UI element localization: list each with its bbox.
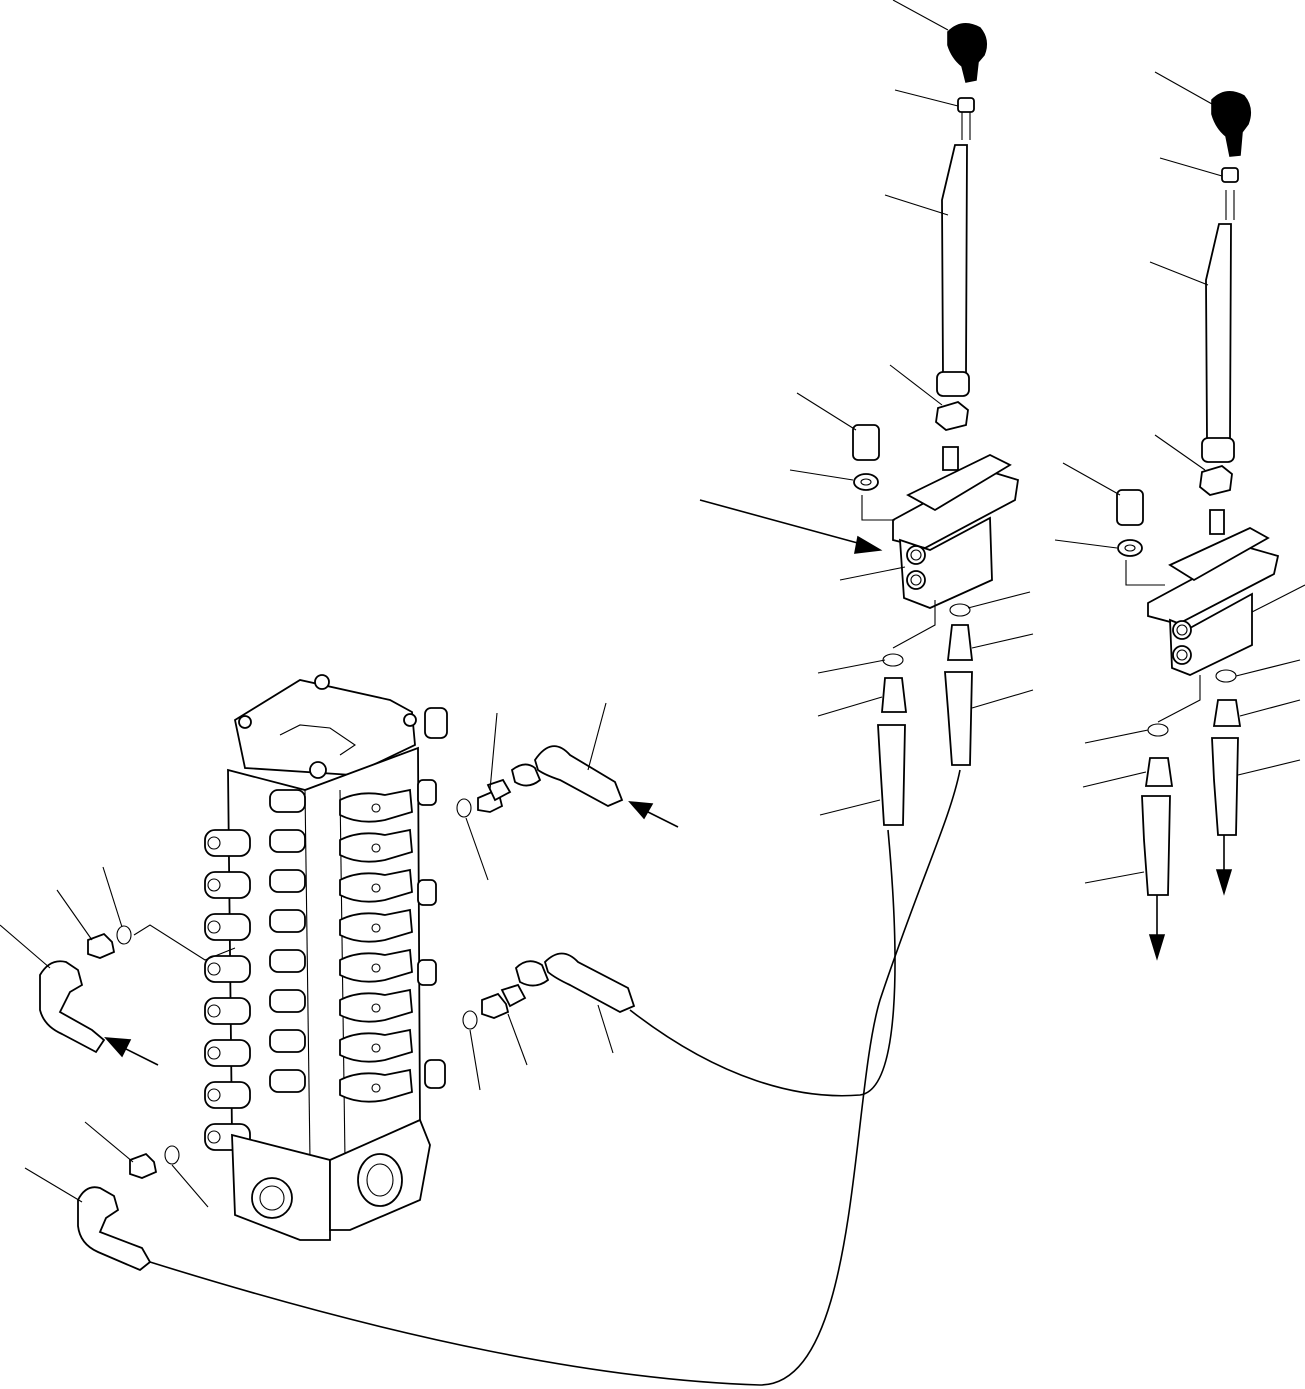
flow-arrows	[104, 499, 1233, 1066]
upper-left-fitting-set	[39, 925, 132, 1054]
main-control-valve	[204, 674, 448, 1241]
pilot-valve-lever-assembly-right	[1116, 91, 1280, 896]
leader-lines	[0, 0, 1305, 1208]
upper-right-fitting-set	[456, 745, 624, 818]
hoses	[149, 769, 961, 1386]
pilot-valve-lever-assembly-left	[852, 23, 1020, 826]
lower-right-fitting-set	[462, 952, 636, 1030]
connection-lines	[133, 495, 1201, 961]
lower-left-fitting-set	[77, 1145, 180, 1272]
